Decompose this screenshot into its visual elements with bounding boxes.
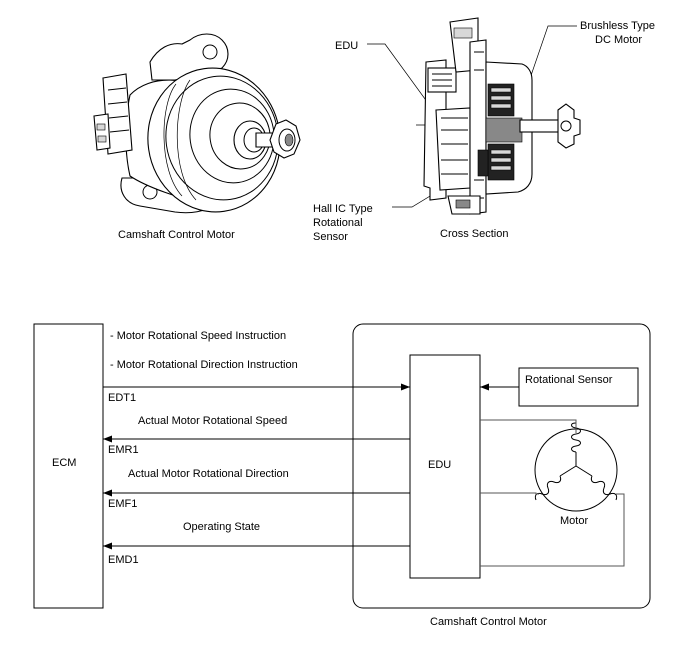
callout-edu: EDU	[335, 40, 358, 52]
signal-desc-emr1: Actual Motor Rotational Speed	[138, 415, 287, 427]
callout-brushless-line1: Brushless Type	[580, 20, 655, 32]
edu-box	[409, 354, 481, 579]
caption-camshaft-control-motor: Camshaft Control Motor	[118, 229, 235, 241]
enclosure-label: Camshaft Control Motor	[430, 616, 547, 628]
callout-hall-line3: Sensor	[313, 231, 348, 243]
signal-desc-emd1: Operating State	[183, 521, 260, 533]
motor-wire-left	[480, 492, 539, 495]
motor-label: Motor	[560, 515, 588, 527]
motor-wire-top	[480, 419, 577, 433]
cross-section-drawing	[367, 17, 581, 215]
callout-hall-line2: Rotational	[313, 217, 363, 229]
ecm-box	[33, 323, 104, 609]
note-speed-instruction: - Motor Rotational Speed Instruction	[110, 330, 286, 342]
motor-symbol	[534, 422, 618, 512]
ecm-label: ECM	[52, 457, 76, 469]
pin-label-emr1: EMR1	[108, 444, 139, 456]
pin-label-emd1: EMD1	[108, 554, 139, 566]
callout-brushless-line2: DC Motor	[595, 34, 642, 46]
signal-desc-emf1: Actual Motor Rotational Direction	[128, 468, 289, 480]
motor-wire-right	[480, 493, 625, 567]
camshaft-control-motor-enclosure	[352, 323, 651, 609]
rotational-sensor-label: Rotational Sensor	[525, 374, 613, 386]
pin-label-edt1: EDT1	[108, 392, 136, 404]
callout-hall-line1: Hall IC Type	[313, 203, 373, 215]
edu-label: EDU	[428, 459, 451, 471]
pin-label-emf1: EMF1	[108, 498, 137, 510]
note-direction-instruction: - Motor Rotational Direction Instruction	[110, 359, 298, 371]
caption-cross-section: Cross Section	[440, 228, 508, 240]
motor-exterior-drawing	[93, 33, 301, 214]
